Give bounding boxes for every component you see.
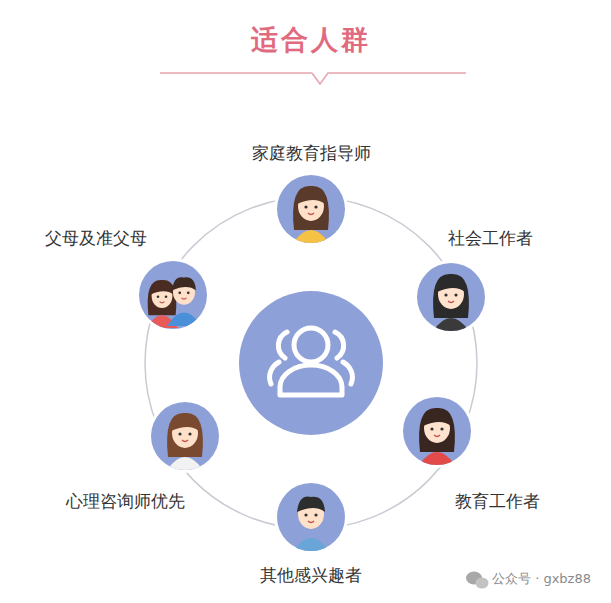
avatar-border	[400, 394, 474, 468]
audience-label: 父母及准父母	[45, 227, 147, 250]
avatar-figure	[417, 408, 457, 468]
avatar-ground	[139, 261, 207, 329]
avatar-eye	[188, 432, 191, 435]
audience-label: 社会工作者	[448, 227, 533, 250]
avatar-body	[291, 230, 331, 246]
avatar-hair	[293, 186, 329, 230]
audience-node: 家庭教育指导师	[272, 170, 350, 248]
center-circle	[239, 291, 383, 435]
avatar-fringe	[297, 189, 325, 204]
avatar-fringe	[171, 416, 199, 431]
avatar-body	[431, 318, 471, 334]
avatar-border	[414, 260, 488, 334]
audience-label: 其他感兴趣者	[260, 564, 362, 587]
avatar-circle	[134, 256, 212, 334]
avatar-eye	[178, 291, 181, 294]
avatar-figure	[291, 497, 331, 554]
avatar-body	[291, 538, 331, 554]
audience-node: 教育工作者	[398, 392, 476, 470]
avatar-mouth	[308, 213, 314, 215]
avatar-mouth	[434, 435, 440, 437]
audience-node: 心理咨询师优先	[146, 397, 224, 475]
avatar-fringe	[172, 277, 196, 290]
avatar-border	[274, 172, 348, 246]
avatar-figure	[431, 274, 471, 334]
avatar-circle	[272, 478, 350, 556]
avatar-eye	[314, 205, 317, 208]
title: 适合人群	[251, 22, 371, 58]
avatar-border	[136, 258, 210, 332]
avatar-eye	[454, 293, 457, 296]
avatar-body	[417, 452, 457, 468]
audience-label: 家庭教育指导师	[252, 142, 371, 165]
avatar-eye	[178, 432, 181, 435]
audience-label: 教育工作者	[455, 490, 540, 513]
avatar-mouth	[160, 302, 165, 303]
avatar-eye	[314, 513, 317, 516]
avatar-mouth	[182, 440, 188, 442]
avatar-eye	[304, 513, 307, 516]
ring	[145, 197, 477, 529]
avatar-fringe	[423, 411, 451, 426]
avatar-figure	[291, 186, 331, 246]
audience-label: 心理咨询师优先	[66, 490, 185, 513]
watermark: 公众号 · gxbz88	[492, 570, 591, 588]
avatar-fringe	[151, 282, 173, 294]
avatar-hair	[433, 274, 469, 318]
avatar-eye	[440, 427, 443, 430]
avatar-eye	[444, 293, 447, 296]
avatar-body	[167, 312, 201, 326]
avatar-figure	[165, 413, 205, 473]
avatar-circle	[412, 258, 490, 336]
avatar-eye	[157, 296, 160, 299]
avatar-hair	[167, 413, 203, 457]
avatar-mouth	[448, 301, 454, 303]
avatar-hair	[419, 408, 455, 452]
wechat-icon	[466, 572, 489, 589]
avatar-eye	[187, 291, 190, 294]
avatar-figure	[146, 277, 201, 328]
avatar-hair	[148, 280, 177, 315]
avatar-circle	[146, 397, 224, 475]
avatar-eye	[165, 296, 168, 299]
avatar-body	[165, 457, 205, 473]
people-icon	[270, 328, 353, 395]
avatar-border	[148, 399, 222, 473]
audience-node: 社会工作者	[412, 258, 490, 336]
audience-node: 父母及准父母	[134, 256, 212, 334]
avatar-mouth	[308, 521, 314, 523]
title-rule	[160, 72, 312, 74]
title-rule	[312, 73, 466, 84]
avatar-eye	[430, 427, 433, 430]
avatar-eye	[304, 205, 307, 208]
avatar-circle	[272, 170, 350, 248]
avatar-border	[274, 480, 348, 554]
avatar-circle	[398, 392, 476, 470]
audience-node: 其他感兴趣者	[272, 478, 350, 556]
avatar-fringe	[437, 277, 465, 292]
avatar-fringe	[297, 497, 325, 512]
avatar-mouth	[181, 298, 186, 299]
